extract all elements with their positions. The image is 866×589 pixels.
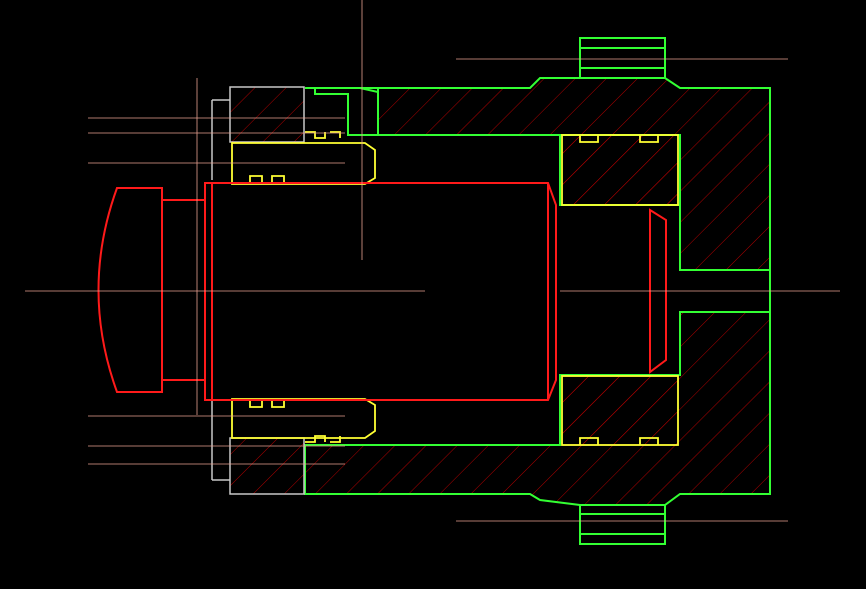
- seal-groove-lower: [249, 399, 285, 408]
- top-side-port: [314, 87, 379, 136]
- rod-end-eye: [97, 187, 163, 393]
- guide-groove: [579, 135, 659, 143]
- bottom-port-boss: [579, 505, 666, 545]
- guide-groove: [579, 437, 659, 445]
- piston-rod: [97, 182, 667, 401]
- gland-nut: [211, 86, 305, 495]
- gland-lower: [229, 437, 305, 495]
- rod-body: [204, 182, 557, 401]
- gland-upper: [229, 86, 305, 143]
- seal-set: [231, 131, 679, 446]
- front-seal-upper: [231, 142, 376, 185]
- front-seal-lower: [231, 398, 376, 439]
- top-port-boss: [579, 37, 666, 78]
- seal-groove-upper: [249, 175, 285, 184]
- center-lines: [25, 0, 840, 522]
- piston-guide-upper: [561, 134, 679, 206]
- piston-head: [649, 208, 667, 374]
- housing-lower-section: [304, 311, 771, 506]
- wiper-groove: [305, 131, 341, 139]
- wiper-groove: [305, 435, 341, 443]
- piston-guide-lower: [561, 375, 679, 446]
